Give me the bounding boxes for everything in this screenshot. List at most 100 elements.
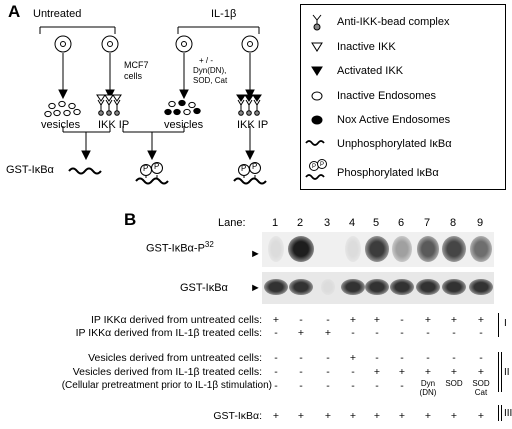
legend-item-activated-ikk: Activated IKK	[337, 65, 404, 77]
legend-box: P P Anti-IKK-bead complex Inactive IKK A…	[300, 4, 506, 190]
condition-cell: +	[450, 314, 458, 326]
blot-band	[365, 279, 389, 295]
condition-cell: +	[297, 410, 305, 422]
condition-cell: -	[326, 314, 330, 326]
bead-complex-icon	[312, 14, 322, 31]
condition-cell: +	[398, 410, 406, 422]
open-triangle-icon	[311, 42, 323, 52]
treatment-dyn: Dyn(DN),	[193, 66, 227, 75]
group-bracket-2	[498, 352, 499, 392]
open-oval-icon	[311, 91, 323, 101]
arrow-icon: ►	[250, 248, 261, 260]
mcf7-cells-label: MCF7 cells	[124, 60, 149, 82]
il1b-label: IL-1β	[211, 8, 237, 20]
condition-cell: +	[450, 366, 458, 378]
panel-a-letter: A	[8, 2, 21, 21]
ikk-ip-label-untreated: IKK IP	[98, 119, 130, 131]
untreated-label: Untreated	[33, 8, 82, 20]
condition-cell: +	[373, 410, 381, 422]
ikk-ip-label-il1b: IKK IP	[237, 119, 269, 131]
legend-icons: P P	[305, 14, 327, 180]
open-oval-icon	[44, 100, 81, 118]
condition-cell: -	[326, 352, 330, 364]
condition-cell: -	[299, 366, 303, 378]
phospho-p-a1: P	[143, 164, 149, 173]
treatment-sod-cat: SOD, Cat	[193, 76, 228, 85]
blot-band	[267, 236, 285, 262]
legend-item-inactive-endosomes: Inactive Endosomes	[337, 90, 437, 102]
condition-cell: +	[373, 314, 381, 326]
condition-cell: SOD	[445, 379, 463, 388]
blot-band	[392, 236, 412, 262]
group-bracket-1	[498, 313, 499, 337]
gst-ikba-label: GST-IκBα	[6, 164, 54, 176]
legend-item-inactive-ikk: Inactive IKK	[337, 41, 396, 53]
condition-cell: -	[299, 314, 303, 326]
panel-a-diagram	[39, 26, 267, 185]
blot-band	[341, 279, 365, 295]
condition-cell: -	[351, 366, 355, 378]
arrow-icon	[58, 53, 255, 100]
blot1-label-sup: 32	[204, 240, 214, 249]
condition-cell: +	[349, 314, 357, 326]
phospho-p-a2: P	[154, 162, 160, 171]
condition-cell: +	[297, 327, 305, 339]
condition-cell: -	[326, 380, 330, 392]
condition-cell: +	[272, 410, 280, 422]
blot-band	[416, 236, 440, 262]
condition-cell: -	[326, 366, 330, 378]
condition-cell: -	[299, 352, 303, 364]
legend-item-phospho: Phosphorylated IκBα	[337, 167, 439, 179]
autoradiogram-blot	[262, 232, 494, 267]
condition-cell: +	[477, 410, 485, 422]
blot-band	[442, 279, 466, 295]
lane-number: 5	[373, 217, 380, 229]
lane-number: 7	[424, 217, 431, 229]
mcf7-label: MCF7	[124, 60, 149, 70]
condition-row: (Cellular pretreatment prior to IL-1β st…	[0, 379, 512, 397]
wavy-line-icon	[68, 167, 102, 175]
lane-number: 9	[477, 217, 484, 229]
condition-label: IP IKKα derived from untreated cells:	[90, 314, 262, 326]
condition-label: Vesicles derived from IL-1β treated cell…	[72, 366, 262, 378]
condition-row: IP IKKα derived from IL-1β treated cells…	[0, 327, 512, 341]
blot-band	[320, 279, 336, 295]
condition-cell: +	[477, 314, 485, 326]
lane-number: 4	[349, 217, 356, 229]
condition-cell: -	[400, 352, 404, 364]
condition-cell: +	[477, 366, 485, 378]
condition-row: IP IKKα derived from untreated cells: + - -…	[0, 314, 512, 328]
lane-number: 6	[398, 217, 405, 229]
blot-band	[470, 236, 492, 262]
condition-cell: -	[400, 327, 404, 339]
condition-label: (Cellular pretreatment prior to IL-1β st…	[61, 380, 272, 391]
lane-number: 1	[272, 217, 279, 229]
condition-label: GST-IκBα:	[213, 410, 262, 422]
condition-cell: +	[424, 366, 432, 378]
condition-cell: -	[375, 327, 379, 339]
bead-complex-icon	[96, 94, 122, 116]
condition-cell: +	[349, 352, 357, 364]
phospho-p-1: P	[312, 164, 316, 170]
condition-cell: -	[351, 327, 355, 339]
blot-band	[469, 279, 493, 295]
phospho-wavy-icon	[135, 162, 267, 185]
condition-cell: -	[274, 352, 278, 364]
condition-cell: +	[398, 366, 406, 378]
condition-cell: -	[400, 380, 404, 392]
condition-row: GST-IκBα:+++++++++	[0, 410, 512, 424]
condition-cell: -	[400, 314, 404, 326]
condition-cell: -	[426, 352, 430, 364]
condition-cell: +	[272, 314, 280, 326]
cell-icon	[54, 35, 259, 53]
condition-cell: -	[299, 380, 303, 392]
condition-cell: +	[424, 314, 432, 326]
blot-band	[289, 279, 313, 295]
blot-band	[442, 236, 466, 262]
condition-cell: -	[274, 380, 278, 392]
lane-number: 2	[297, 217, 304, 229]
coomassie-blot	[262, 272, 494, 304]
condition-cell: -	[274, 327, 278, 339]
treatment-label: + / - Dyn(DN), SOD, Cat	[193, 56, 227, 86]
filled-oval-icon	[311, 115, 323, 125]
